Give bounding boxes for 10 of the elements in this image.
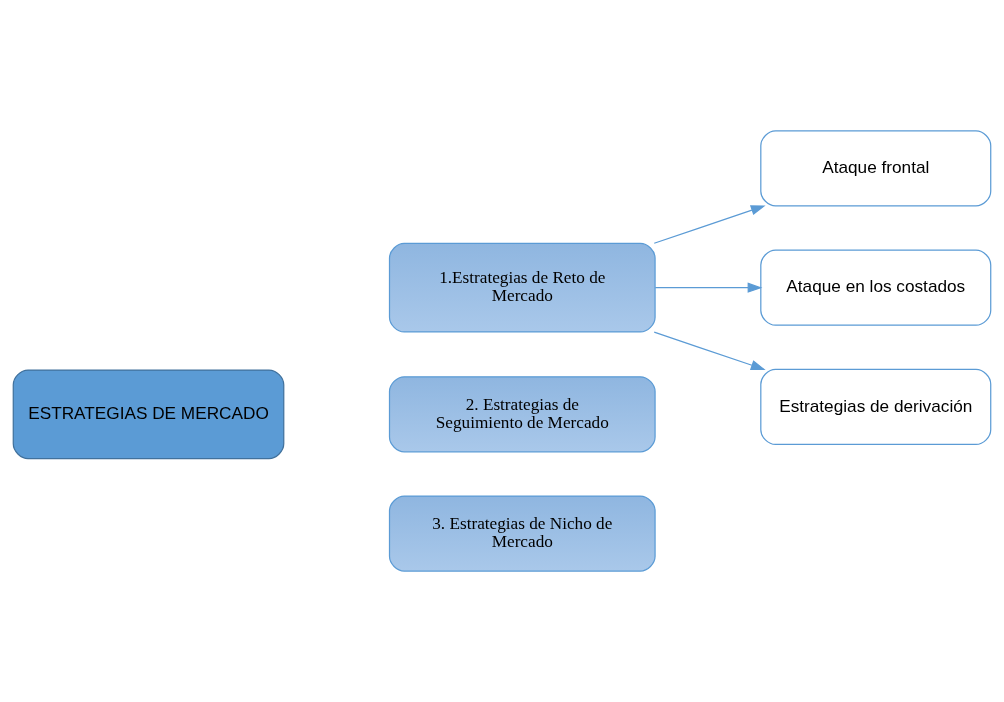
- arrow: [653, 331, 766, 371]
- node-box: Estrategias de derivación: [760, 368, 992, 446]
- node-box: 3. Estrategias de Nicho de Mercado: [388, 495, 656, 572]
- node-box: Ataque frontal: [760, 130, 992, 207]
- arrow: [654, 282, 763, 293]
- node-box: 2. Estrategias de Seguimiento de Mercado: [388, 376, 656, 453]
- node-box: 1.Estrategias de Reto de Mercado: [388, 242, 656, 333]
- arrow: [653, 205, 766, 244]
- node-box: Ataque en los costados: [760, 249, 992, 326]
- node-box: ESTRATEGIAS DE MERCADO: [12, 369, 285, 460]
